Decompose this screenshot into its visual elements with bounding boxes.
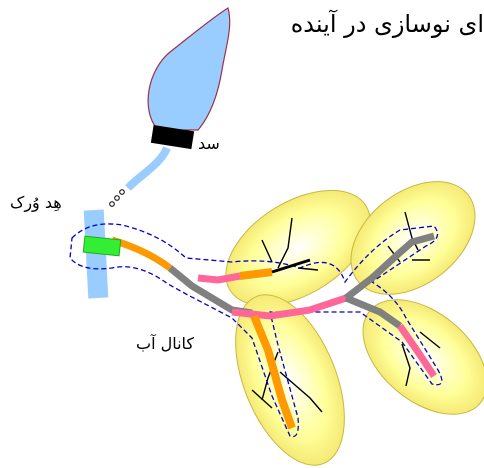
headwork-label: هِد وُرک (10, 193, 62, 212)
canal-label: کانال آب (136, 334, 194, 353)
feed-pipe (128, 148, 167, 188)
gate (83, 236, 120, 256)
reservoir (148, 8, 230, 130)
dam-label: سد (198, 134, 220, 153)
title: ای نوسازی در آینده (291, 10, 484, 38)
pipe-dots (110, 190, 125, 207)
canal-pink-branch-up (198, 276, 240, 280)
canal-orange-branch-up (240, 272, 272, 276)
